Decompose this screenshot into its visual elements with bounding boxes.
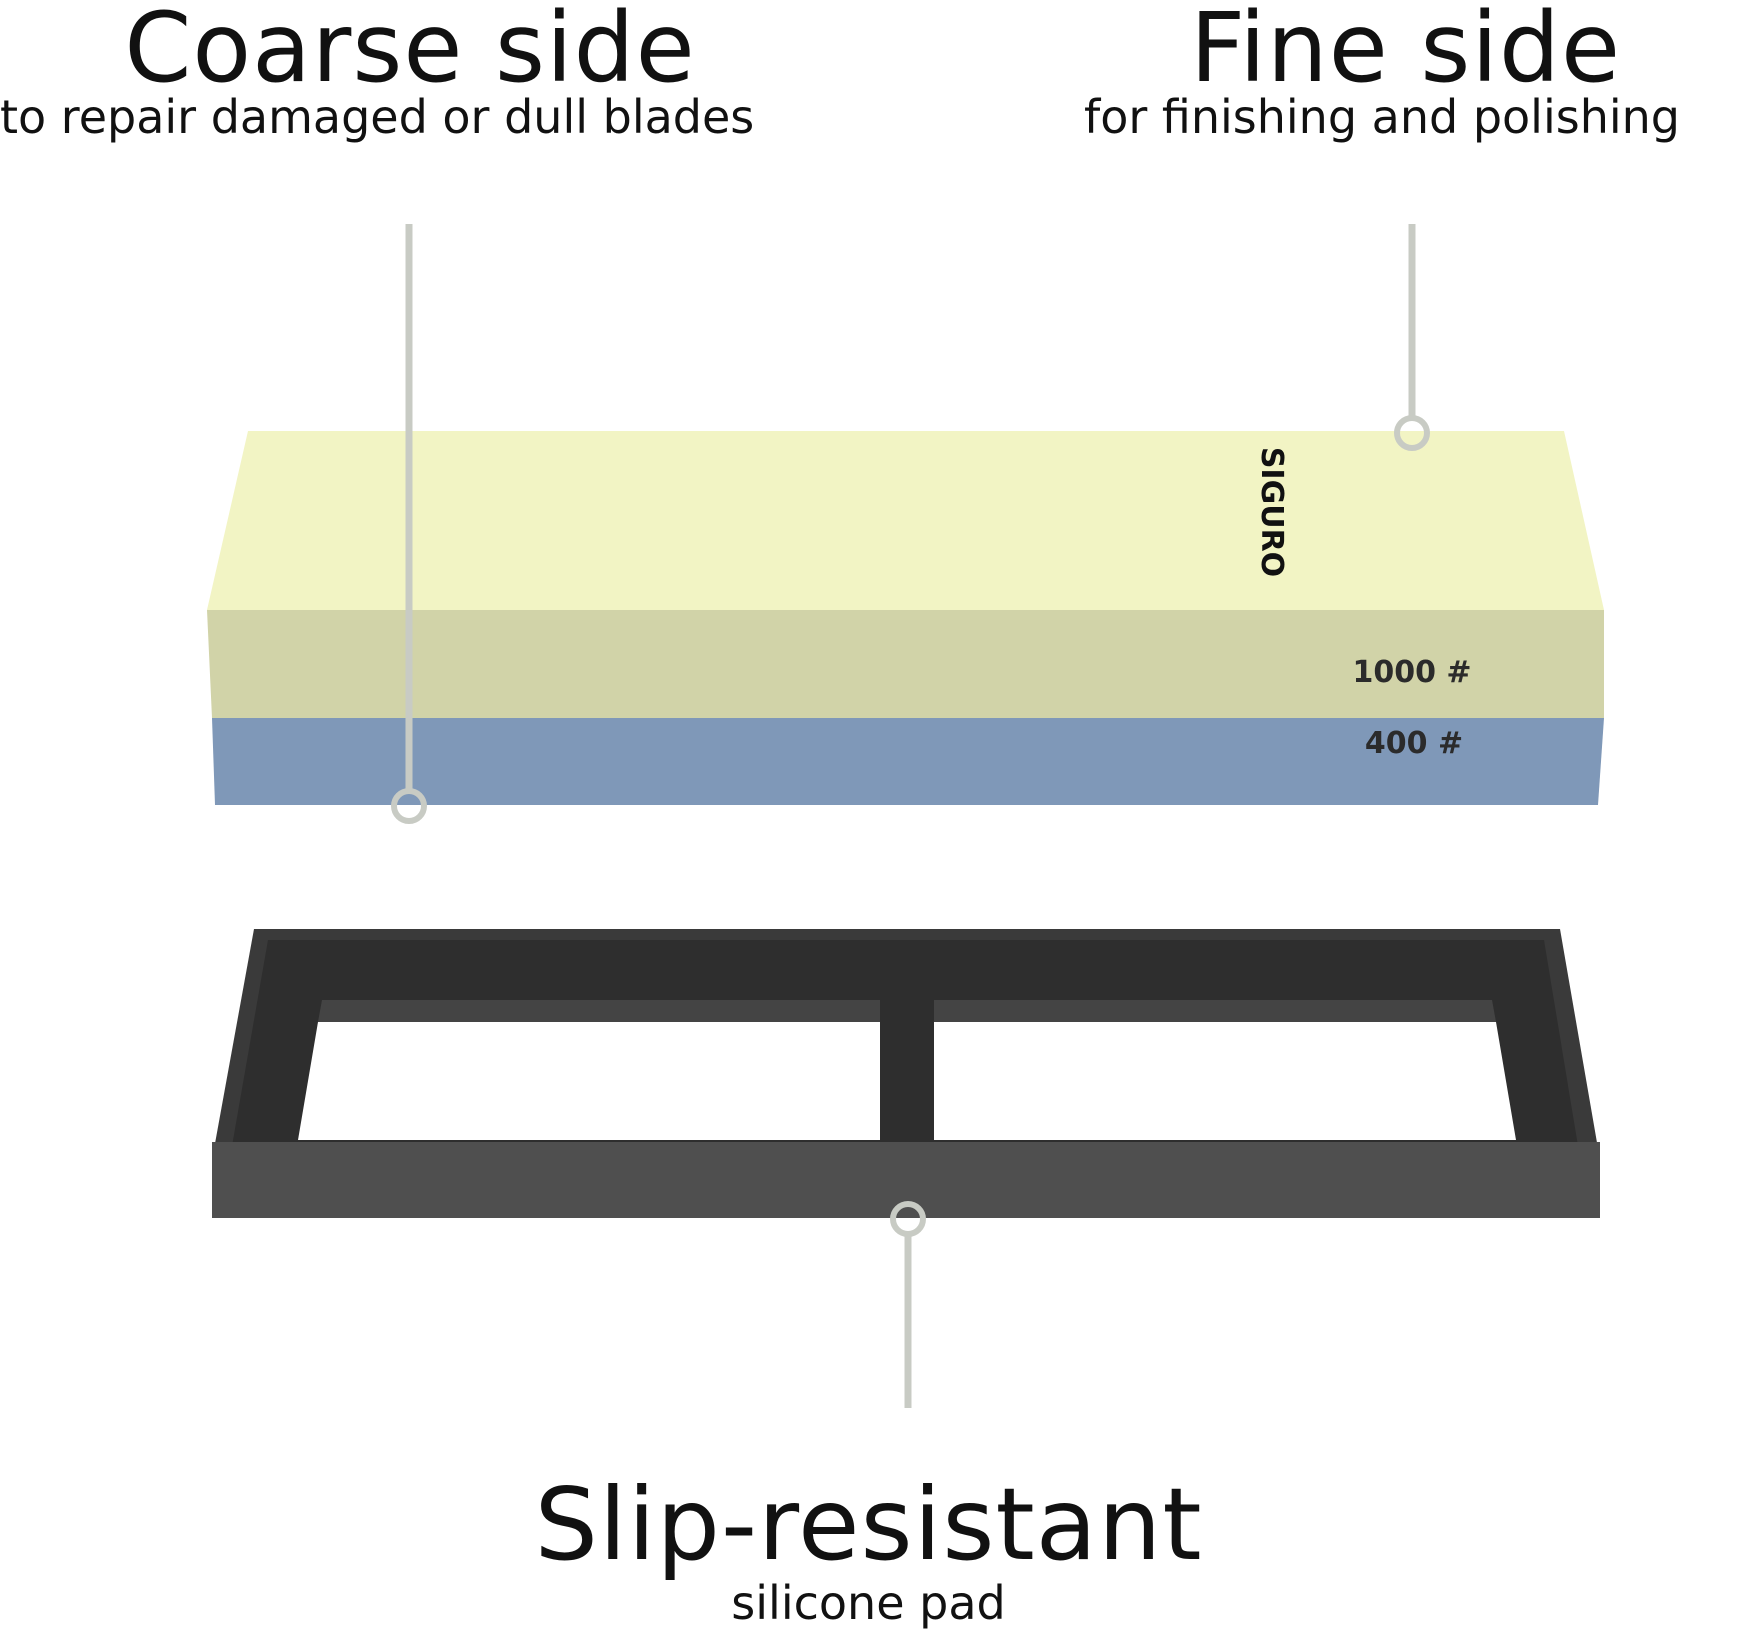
pad-opening-right [934,1022,1516,1140]
pad-subtitle: silicone pad [731,1576,1006,1630]
fine-side-front-face [207,610,1604,718]
fine-side-subtitle: for finishing and polishing [1084,90,1680,144]
coarse-leader-dot [391,788,427,824]
whetstone: SIGURO 1000 # 400 # [207,431,1604,805]
pad-front-face [212,1142,1600,1218]
coarse-grit-label: 400 # [1365,726,1463,761]
leader-lines [391,224,1430,1408]
brand-logo: SIGURO [1254,447,1289,577]
fine-grit-label: 1000 # [1352,655,1471,690]
silicone-pad [212,929,1600,1218]
pad-ledge-left [318,1000,880,1022]
fine-side-top-face [207,431,1604,610]
pad-ledge-right [934,1000,1496,1022]
pad-opening-left [298,1022,880,1140]
fine-side-title: Fine side [1190,0,1622,104]
coarse-side-front-face [212,718,1604,805]
coarse-side-subtitle: to repair damaged or dull blades [0,90,755,144]
fine-leader-dot [1394,415,1430,451]
pad-title: Slip-resistant [534,1466,1203,1583]
coarse-side-title: Coarse side [124,0,696,104]
